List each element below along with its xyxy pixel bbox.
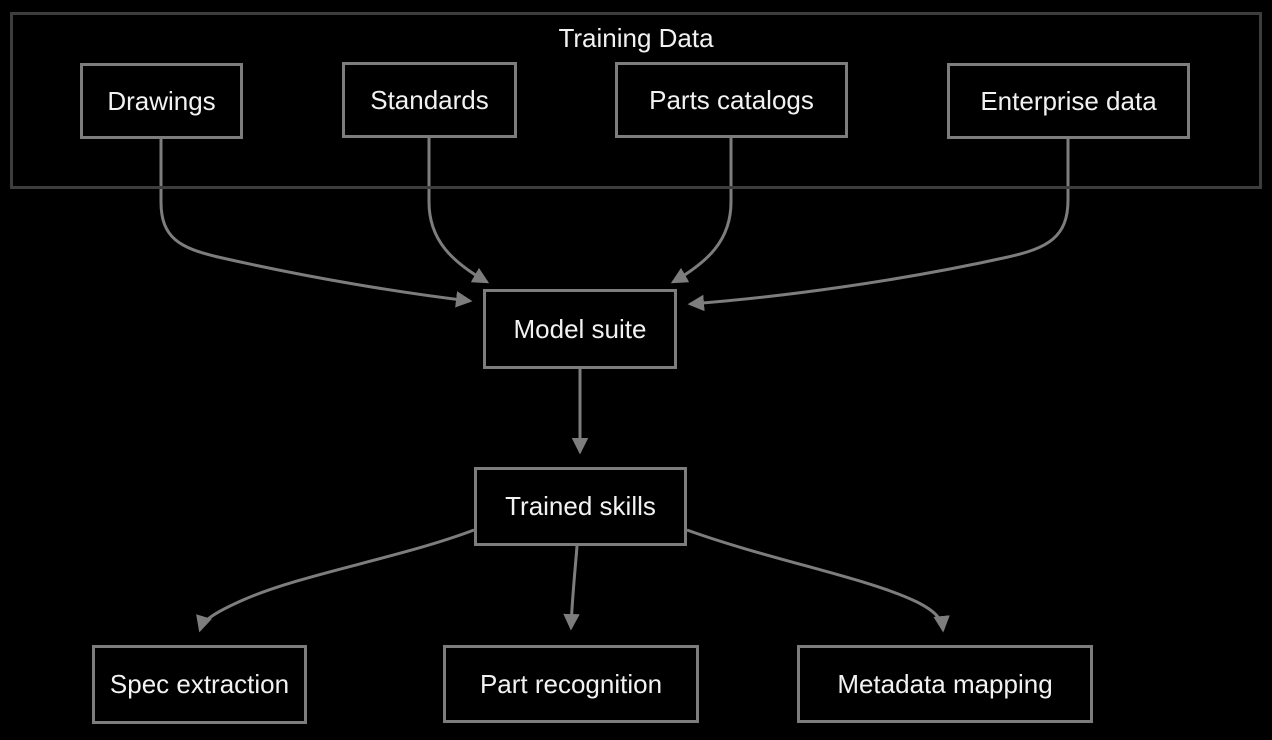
node-label: Spec extraction [109,669,290,699]
cluster-label: Training Data [558,23,714,53]
edge-standards-model-suite [427,138,490,284]
node-label: Drawings [107,85,216,116]
node-label: Standards [370,84,489,115]
node-label: Metadata mapping [837,668,1053,699]
edge-parts-catalogs-model-suite [670,138,733,284]
edge-trained-skills-metadata-mapping [686,528,950,633]
node-spec-extraction: Spec extraction [92,645,307,724]
edge-trained-skills-spec-extraction [196,528,475,633]
training-data-cluster: Training Data [10,12,1262,189]
node-standards: Standards [342,62,517,138]
node-enterprise-data: Enterprise data [947,63,1190,139]
node-label: Trained skills [505,491,656,521]
node-label: Parts catalogs [649,84,814,115]
node-model-suite: Model suite [483,289,677,369]
node-parts-catalogs: Parts catalogs [615,62,848,138]
node-label: Model suite [513,313,647,344]
edge-drawings-model-suite [159,139,473,308]
node-drawings: Drawings [80,63,243,139]
edge-enterprise-data-model-suite [687,139,1070,312]
node-label: Enterprise data [980,85,1157,116]
node-label: Part recognition [479,668,663,699]
node-part-recognition: Part recognition [443,645,699,723]
node-metadata-mapping: Metadata mapping [797,645,1093,723]
edge-trained-skills-part-recognition [563,545,580,631]
node-trained-skills: Trained skills [474,467,687,546]
